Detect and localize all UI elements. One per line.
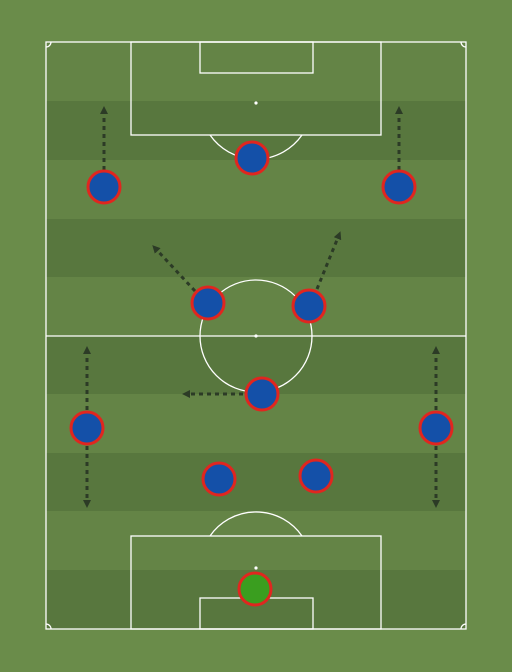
center-spot — [254, 334, 258, 338]
stripe — [46, 277, 466, 336]
player-goalkeeper[interactable] — [237, 571, 273, 607]
corner-arc — [45, 41, 52, 48]
players — [69, 140, 454, 607]
stripe — [46, 42, 466, 101]
corner-arc — [460, 623, 467, 630]
arrow-cm-right-run — [315, 231, 342, 290]
player-rw[interactable] — [381, 169, 417, 205]
bottom-penalty-spot — [254, 566, 258, 570]
player-lb[interactable] — [69, 410, 105, 446]
player-rb[interactable] — [418, 410, 454, 446]
corner-arc — [460, 41, 467, 48]
stripe — [46, 453, 466, 511]
corner-arc — [45, 623, 52, 630]
top-goal-box — [199, 41, 314, 74]
player-cm-left[interactable] — [190, 285, 226, 321]
player-cb-right[interactable] — [298, 458, 334, 494]
player-cm-right[interactable] — [291, 288, 327, 324]
player-cb-left[interactable] — [201, 461, 237, 497]
player-st[interactable] — [234, 140, 270, 176]
movement-arrows — [83, 106, 440, 508]
stripe — [46, 511, 466, 570]
player-dm[interactable] — [244, 376, 280, 412]
top-penalty-spot — [254, 101, 258, 105]
pitch-spots — [254, 101, 258, 570]
stripe — [46, 219, 466, 277]
player-lw[interactable] — [86, 169, 122, 205]
bottom-penalty-arc — [209, 511, 303, 537]
arrow-cm-left-run — [152, 245, 197, 293]
